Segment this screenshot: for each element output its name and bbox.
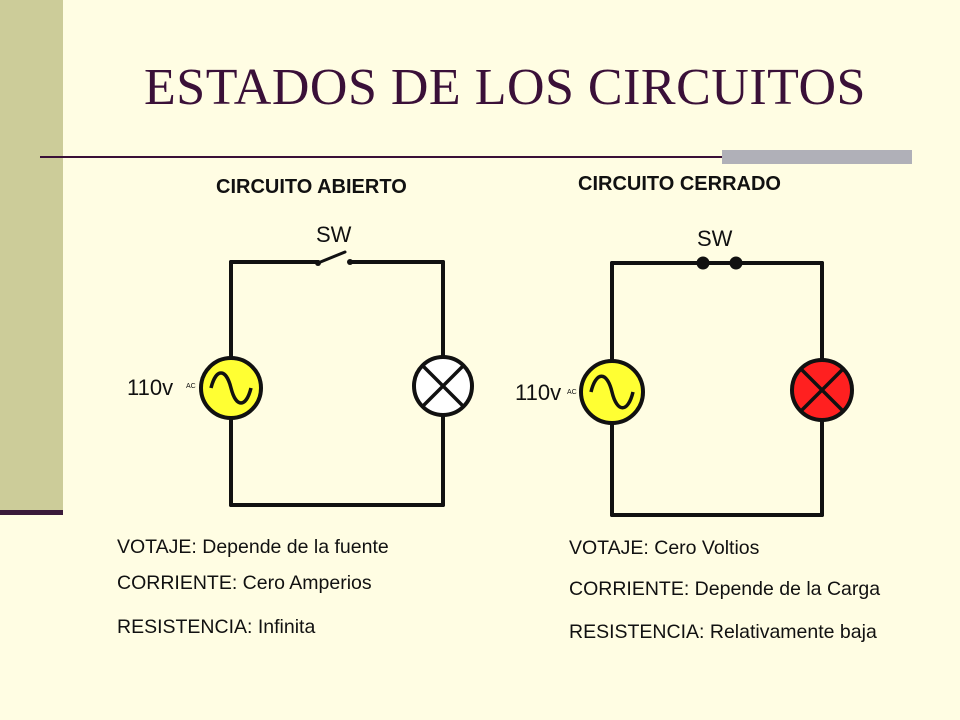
slide-title: ESTADOS DE LOS CIRCUITOS xyxy=(144,59,866,116)
closed-ac-label: AC xyxy=(567,389,577,396)
open-ac-label: AC xyxy=(186,383,196,390)
open-caption-current: CORRIENTE: Cero Amperios xyxy=(117,572,372,594)
title-rule-accent xyxy=(722,150,912,164)
closed-caption-current: CORRIENTE: Depende de la Carga xyxy=(569,578,881,600)
closed-voltage-label: 110v xyxy=(515,380,562,405)
open-switch-contact-left xyxy=(315,260,321,266)
closed-switch-contact-right xyxy=(729,256,743,270)
title-rule xyxy=(40,156,912,158)
open-switch-label: SW xyxy=(316,222,352,247)
open-switch-lever xyxy=(316,250,347,265)
open-caption-voltage: VOTAJE: Depende de la fuente xyxy=(117,536,389,558)
open-ac-source-icon xyxy=(199,356,263,420)
open-caption-resistance: RESISTENCIA: Infinita xyxy=(117,616,316,638)
closed-caption-resistance: RESISTENCIA: Relativamente baja xyxy=(569,621,877,643)
open-voltage-label: 110v xyxy=(127,375,174,400)
open-lamp-icon xyxy=(412,355,474,417)
closed-caption-voltage: VOTAJE: Cero Voltios xyxy=(569,537,760,559)
closed-switch-label: SW xyxy=(697,226,733,251)
open-circuit-title: CIRCUITO ABIERTO xyxy=(216,176,407,198)
closed-switch-contact-left xyxy=(696,256,710,270)
closed-circuit-title: CIRCUITO CERRADO xyxy=(578,173,781,195)
side-band xyxy=(0,0,63,512)
closed-lamp-icon xyxy=(790,358,854,422)
open-switch-contact-right xyxy=(347,259,353,265)
closed-ac-source-icon xyxy=(579,359,645,425)
side-band-foot xyxy=(0,510,63,515)
